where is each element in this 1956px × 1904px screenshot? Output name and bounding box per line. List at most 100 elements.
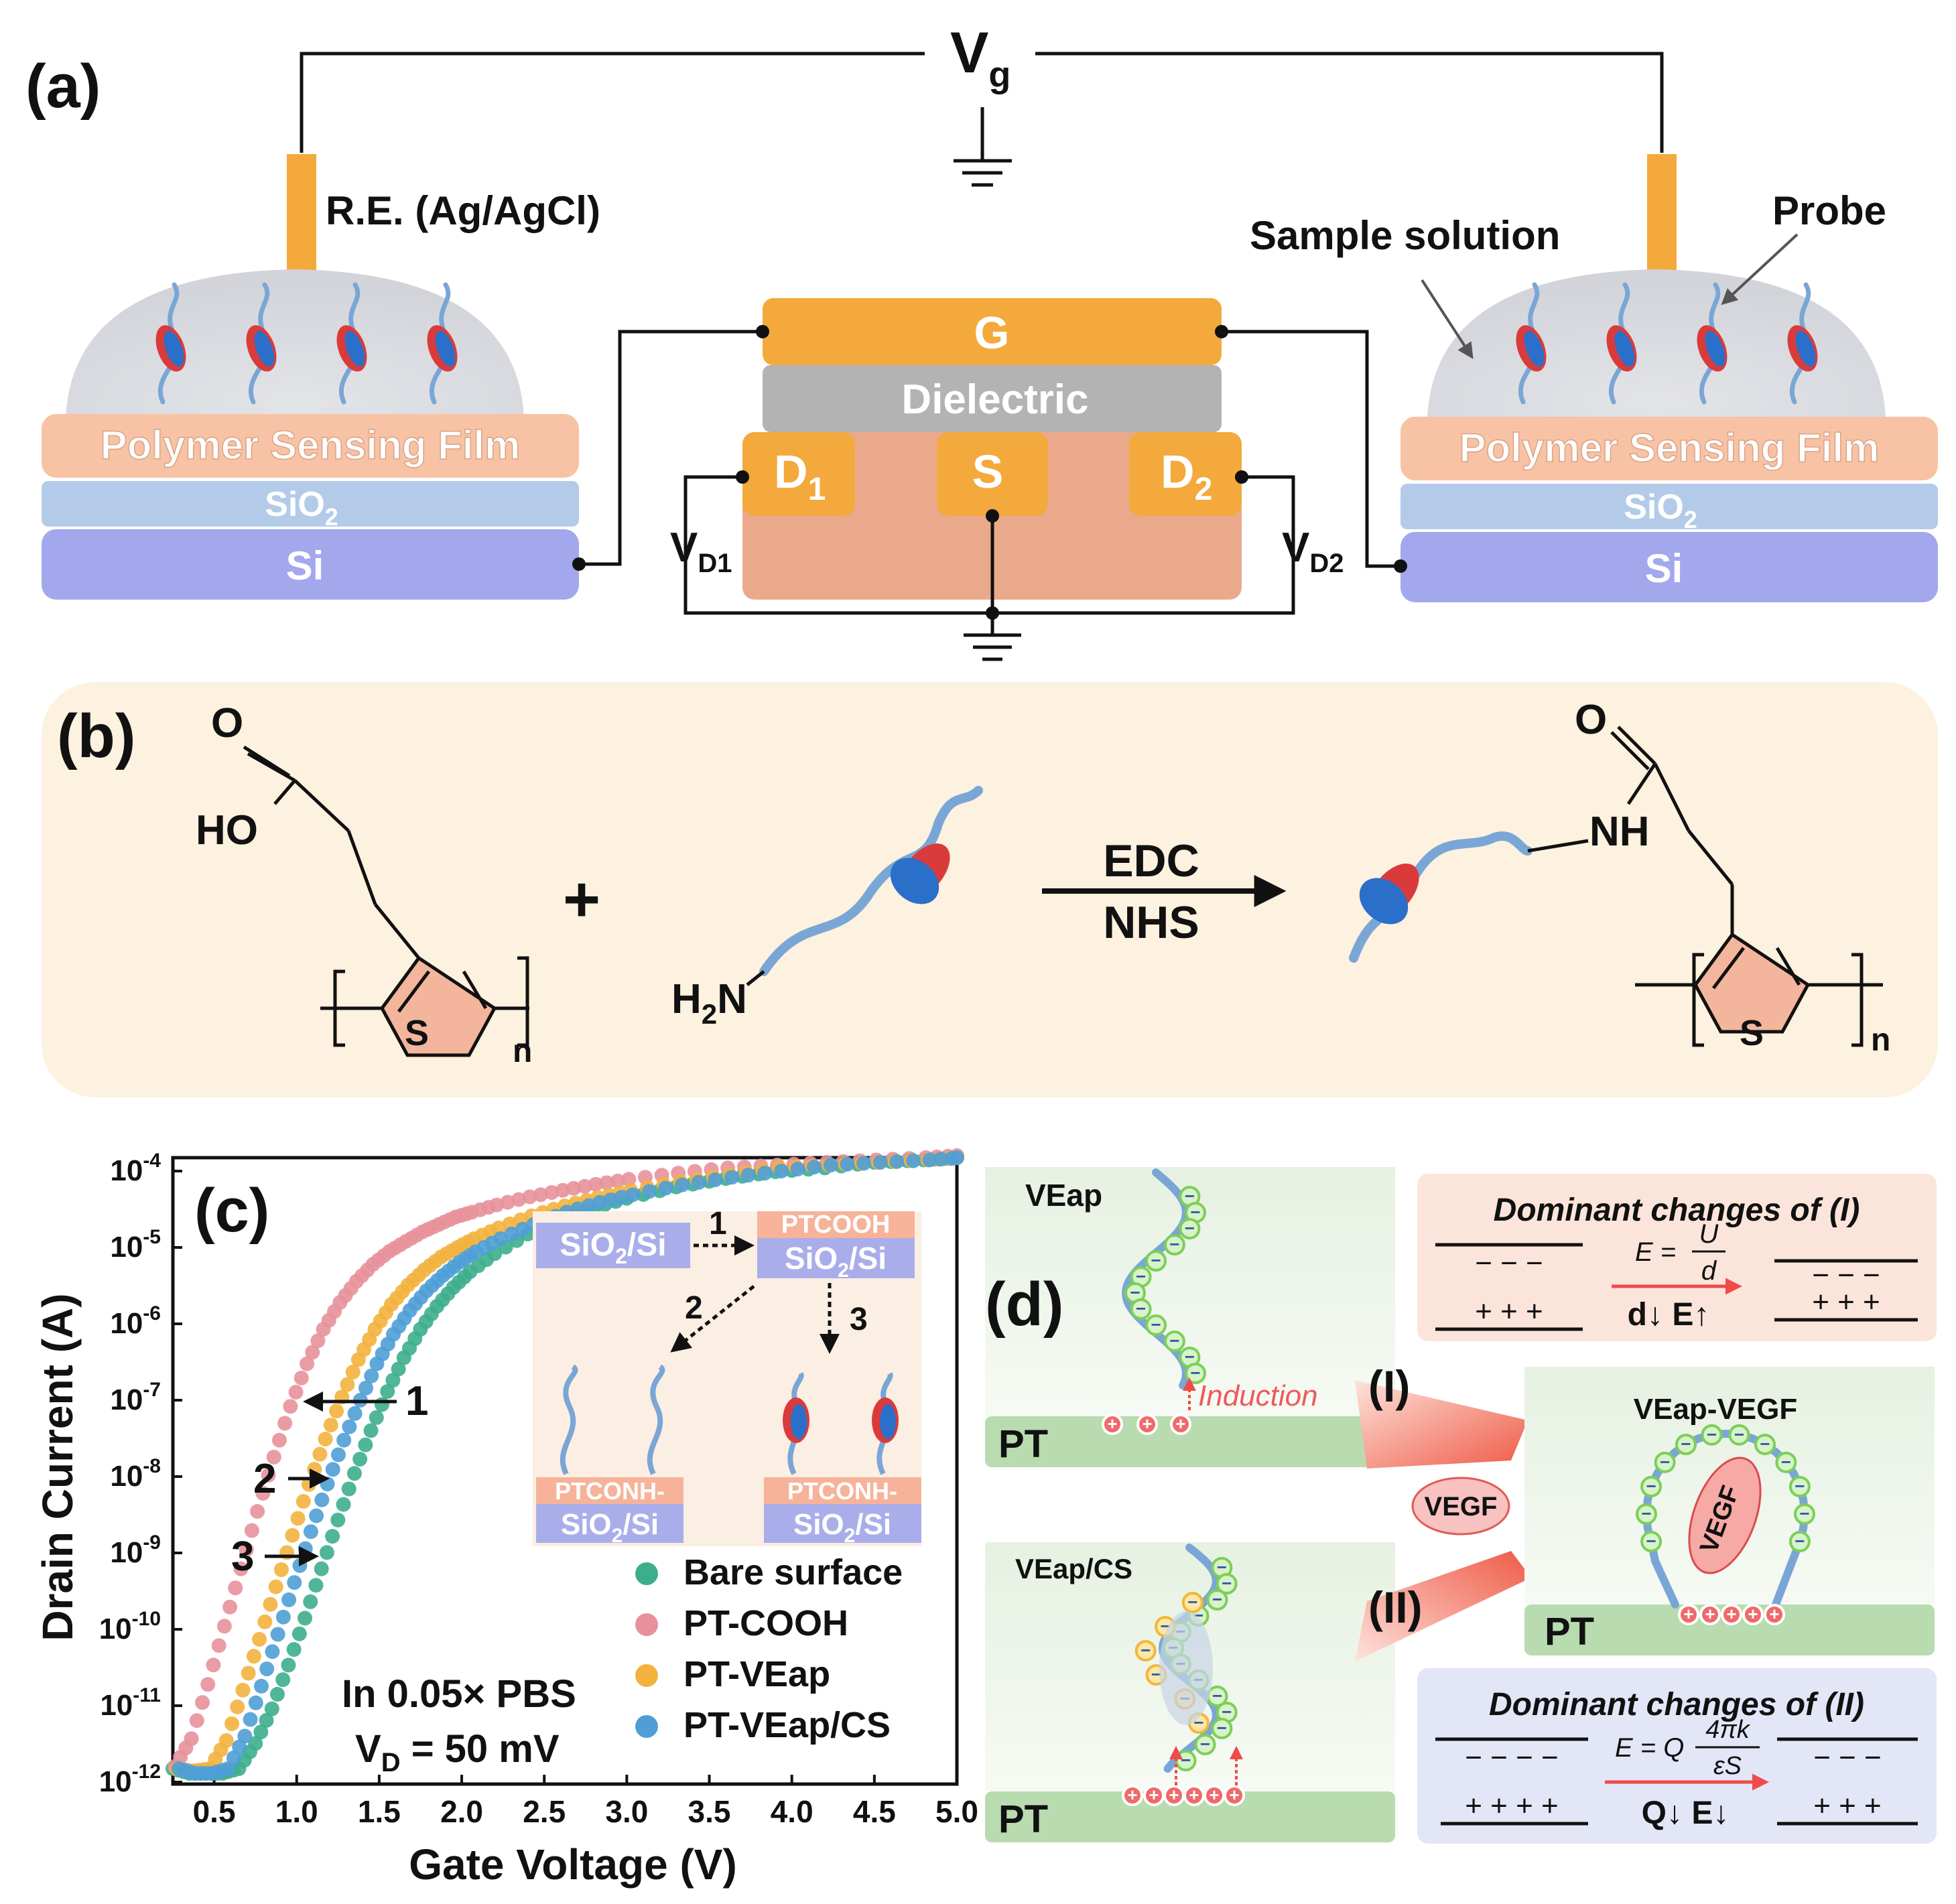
data-point — [691, 1174, 706, 1190]
negative-charge: − — [1181, 1592, 1203, 1613]
svg-text:−: − — [1185, 1347, 1195, 1367]
y-tick-label: 10-7 — [110, 1379, 161, 1416]
svg-text:+: + — [1769, 1604, 1779, 1624]
negative-charge: − — [1145, 1314, 1167, 1336]
data-point — [220, 1761, 236, 1776]
data-point — [358, 1380, 374, 1396]
data-point — [385, 1373, 401, 1388]
data-point — [391, 1361, 406, 1377]
sulfur-label-right: S — [1740, 1013, 1764, 1053]
svg-text:−: − — [1136, 1266, 1146, 1286]
data-point — [592, 1195, 607, 1210]
x-tick-label: 0.5 — [193, 1794, 236, 1829]
x-tick-label: 4.5 — [853, 1794, 896, 1829]
data-point — [275, 1609, 291, 1625]
si-layer-right — [1400, 532, 1938, 602]
panel-label-b: (b) — [57, 702, 135, 770]
negative-charges-i-left: − − − — [1475, 1247, 1543, 1280]
nh-label: NH — [1589, 809, 1650, 855]
data-point — [241, 1665, 256, 1681]
probe-strand — [1606, 282, 1637, 405]
data-point — [255, 1485, 271, 1501]
oxygen-label-right: O — [1575, 697, 1607, 743]
legend-label: PT-VEap/CS — [683, 1705, 891, 1745]
positive-charge: + — [1136, 1414, 1158, 1435]
data-point — [281, 1592, 297, 1607]
data-point — [872, 1155, 888, 1170]
negative-charges-ii-left: − − − − — [1465, 1741, 1558, 1774]
data-point — [515, 1221, 531, 1237]
negative-charge: − — [1775, 1451, 1797, 1473]
data-point — [336, 1497, 351, 1512]
drain1-label: D1 — [774, 446, 826, 507]
data-point — [310, 1333, 326, 1349]
negative-charge: − — [1145, 1250, 1167, 1272]
veap-label: VEap — [1025, 1178, 1102, 1213]
vd1-label: VD1 — [670, 525, 732, 578]
oxygen-label-left: O — [211, 700, 243, 746]
drain2-electrode — [1129, 432, 1242, 516]
data-point — [265, 1644, 280, 1659]
inset-ptconh-layer-right — [764, 1477, 921, 1504]
induced-positive-charges: +++ — [1102, 1414, 1191, 1435]
data-point — [566, 1180, 582, 1196]
data-point — [905, 1153, 921, 1168]
data-point — [244, 1523, 259, 1538]
shift-label-3: 3 — [231, 1534, 254, 1580]
data-point — [342, 1419, 357, 1434]
data-point — [303, 1594, 318, 1609]
dominant-changes-ii-box — [1417, 1668, 1937, 1844]
data-point — [259, 1661, 275, 1677]
x-tick-label: 3.0 — [605, 1794, 648, 1829]
data-point — [266, 1449, 281, 1465]
junction-dot — [572, 557, 586, 571]
data-point — [250, 1503, 265, 1519]
vg-wire-left — [300, 52, 925, 153]
data-point — [226, 1750, 241, 1765]
pt-layer-top — [985, 1416, 1395, 1467]
positive-charge: + — [1122, 1785, 1143, 1806]
inset-sio2si-label: SiO2/Si — [560, 1227, 666, 1268]
svg-text:−: − — [1222, 1573, 1232, 1593]
data-point — [224, 1716, 240, 1731]
data-point — [246, 1649, 261, 1664]
junction-dot — [736, 470, 749, 484]
data-point — [237, 1728, 253, 1744]
data-point — [248, 1736, 263, 1751]
reference-electrode-left — [287, 154, 316, 285]
svg-text:−: − — [1795, 1531, 1805, 1551]
data-point — [287, 1575, 302, 1590]
negative-charge: − — [1163, 1234, 1185, 1255]
source-electrode — [937, 432, 1048, 516]
edc-label: EDC — [1103, 835, 1199, 886]
data-point — [308, 1578, 324, 1593]
vg-label: Vg — [950, 21, 1010, 95]
data-point — [724, 1170, 740, 1185]
equation-i-numerator: U — [1699, 1219, 1719, 1249]
data-point — [283, 1399, 298, 1414]
pt-conh-structure — [1527, 726, 1883, 1047]
data-point — [248, 1695, 263, 1710]
data-point — [292, 1558, 308, 1573]
data-point — [312, 1446, 328, 1462]
data-point — [243, 1712, 258, 1727]
negative-charge: − — [1636, 1503, 1657, 1525]
gate-to-si-right-wire — [1222, 330, 1400, 568]
svg-text:−: − — [1151, 1664, 1161, 1684]
data-point — [599, 1175, 614, 1191]
svg-text:−: − — [1217, 1718, 1227, 1738]
data-point — [271, 1432, 287, 1448]
equation-i-lhs: E = — [1635, 1237, 1676, 1267]
pathway-arrow-i — [1355, 1380, 1528, 1469]
data-point — [263, 1596, 278, 1612]
svg-text:−: − — [1212, 1589, 1222, 1609]
inset-ptcooh-layer — [757, 1211, 915, 1238]
panel-label-d: (d) — [985, 1270, 1063, 1339]
data-point — [233, 1561, 249, 1576]
data-point — [340, 1377, 355, 1392]
svg-text:+: + — [1175, 1414, 1185, 1434]
data-point — [296, 1494, 311, 1509]
inset-step2-arrow — [670, 1285, 755, 1353]
